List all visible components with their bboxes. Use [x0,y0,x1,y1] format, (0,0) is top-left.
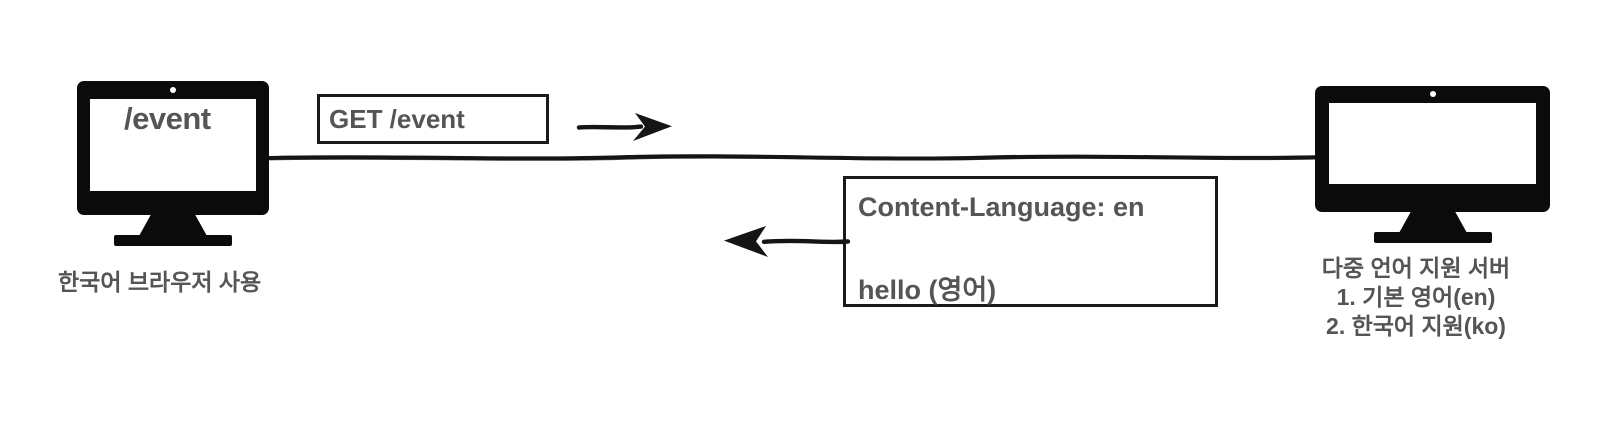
response-header-line: Content-Language: en [858,192,1145,222]
response-message-box: Content-Language: en hello (영어) [843,176,1218,307]
server-caption-line-2: 1. 기본 영어(en) [1336,284,1496,310]
client-monitor-icon [77,81,269,246]
webcam-dot-icon [1429,91,1436,97]
connection-wire [268,154,1323,161]
monitor-neck [139,214,207,236]
client-caption: 한국어 브라우저 사용 [58,269,262,295]
response-body-line: hello (영어) [858,275,997,305]
monitor-base [114,235,232,246]
server-caption-line-1: 다중 언어 지원 서버 [1321,255,1511,281]
monitor-screen [90,99,256,191]
monitor-screen [1329,103,1536,184]
monitor-base [1374,232,1492,243]
monitor-neck [1399,211,1467,233]
response-arrow-left-icon [724,226,851,257]
request-message-box: GET /event [317,94,549,144]
request-label: GET /event [329,104,465,134]
server-monitor-icon [1315,86,1550,243]
server-caption: 다중 언어 지원 서버 1. 기본 영어(en) 2. 한국어 지원(ko) [1296,254,1536,341]
webcam-dot-icon [170,87,176,93]
client-screen-path-label: /event [124,101,211,136]
request-arrow-right-icon [576,113,672,141]
server-caption-line-3: 2. 한국어 지원(ko) [1326,313,1506,339]
